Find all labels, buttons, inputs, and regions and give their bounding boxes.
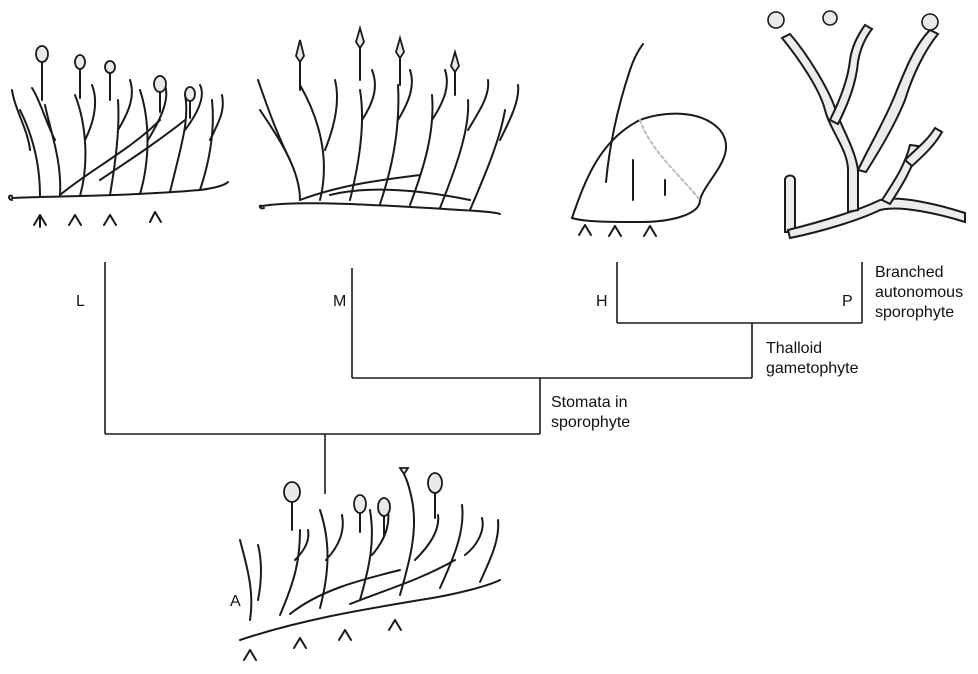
plant-a-capsules [284, 468, 442, 516]
taxon-m-label: M [333, 292, 346, 311]
taxon-h-label: H [596, 292, 608, 311]
plant-m-illustration [258, 45, 518, 214]
plant-l-capsules [36, 46, 195, 101]
plant-l-illustration [9, 60, 228, 227]
cladogram [105, 262, 862, 494]
plant-p-tips [768, 11, 938, 30]
taxon-p-label: P [842, 292, 853, 311]
character-stomata-label: Stomata in sporophyte [551, 393, 630, 433]
character-thalloid-label: Thalloid gametophyte [766, 339, 859, 379]
plant-p-illustration [782, 25, 965, 238]
taxon-a-label: A [230, 592, 241, 611]
plant-a-illustration [240, 474, 500, 660]
plant-h-illustration [572, 44, 726, 236]
character-branched-label: Branched autonomous sporophyte [875, 263, 963, 323]
plant-m-sporangia [296, 28, 459, 72]
taxon-l-label: L [76, 292, 85, 311]
